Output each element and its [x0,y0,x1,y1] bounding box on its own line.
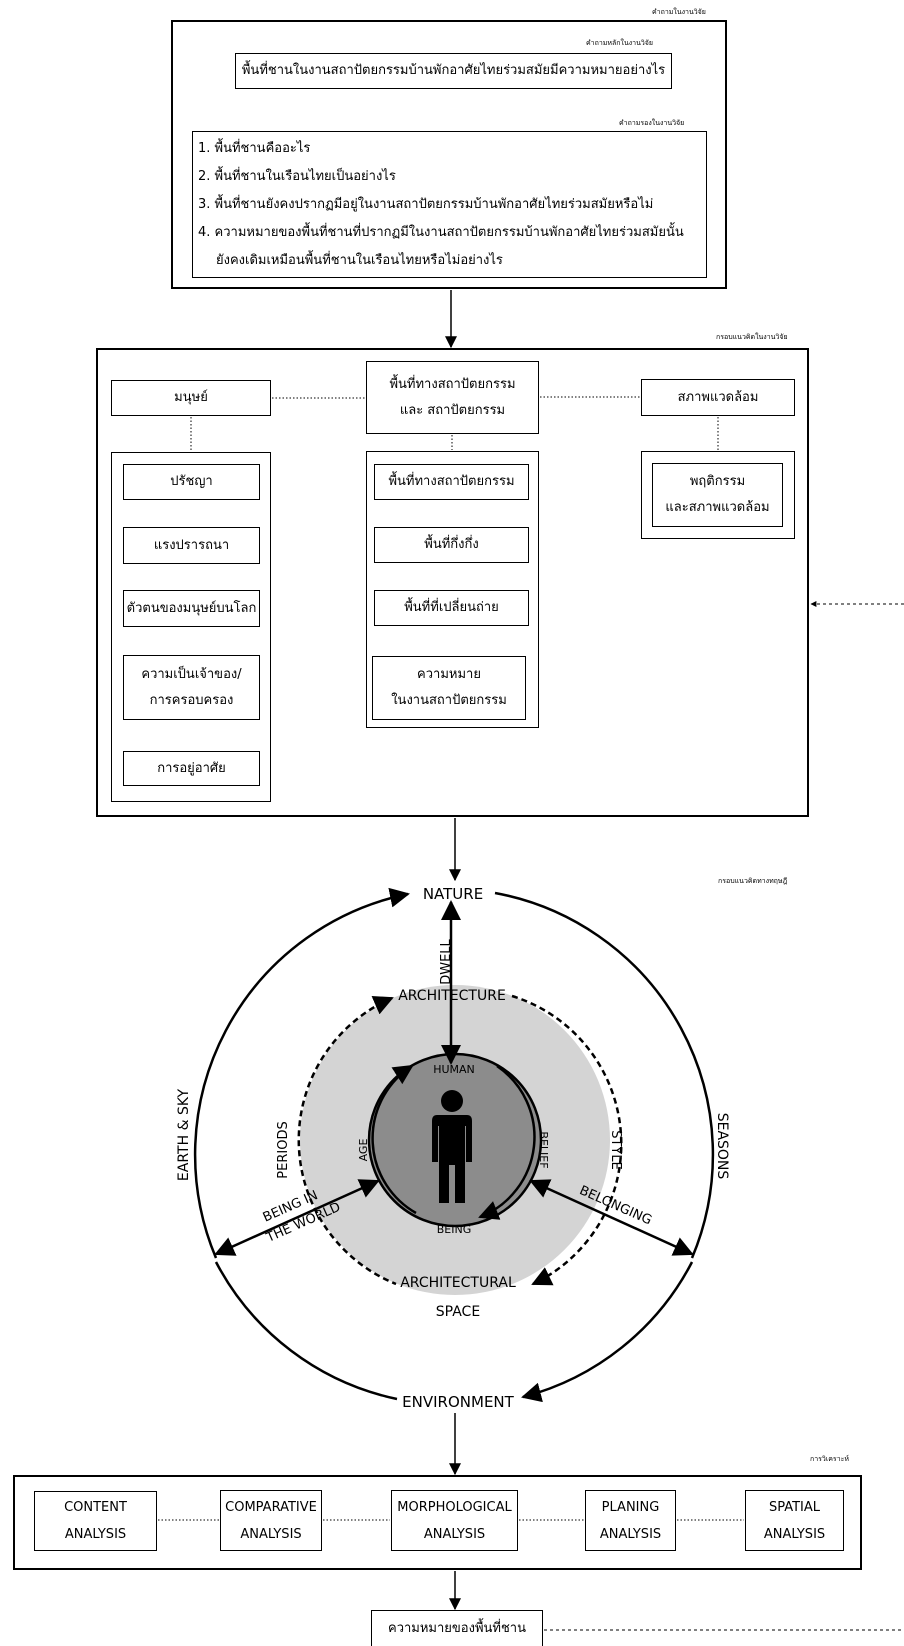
env-title-box: สภาพแวดล้อม [641,379,795,416]
sub-question-1: 1. พื้นที่ชานคืออะไร [198,141,311,156]
dashed-ring-right [511,994,623,1286]
analysis-planing: PLANING ANALYSIS [585,1490,676,1551]
label-architectural: ARCHITECTURAL [400,1275,516,1291]
main-question-box: พื้นที่ชานในงานสถาปัตยกรรมบ้านพักอาศัยไท… [235,53,672,89]
result-text: ความหมายของพื้นที่ชาน [388,1620,526,1636]
human-item-philosophy: ปรัชญา [123,464,260,500]
label-architecture: ARCHITECTURE [398,988,506,1004]
env-item-behavior: พฤติกรรม และสภาพแวดล้อม [652,463,783,527]
space-item-meaning-text-1: ความหมาย [417,667,481,682]
being-in-world-arrow [214,1179,380,1256]
analysis-frame [13,1475,862,1570]
label-being: BEING [437,1223,472,1236]
label-seasons: SEASONS [714,1113,730,1180]
analysis-morphological-line2: ANALYSIS [423,1526,486,1542]
human-item-dwelling: การอยู่อาศัย [123,751,260,786]
framework-frame [96,348,809,817]
human-item-philosophy-text: ปรัชญา [170,474,213,489]
human-item-self-text: ตัวตนของมนุษย์บนโลก [126,600,257,616]
analysis-planing-line2: ANALYSIS [599,1526,662,1542]
label-style: STYLE [608,1130,623,1170]
human-item-dwelling-text: การอยู่อาศัย [157,760,226,776]
human-column [111,452,271,802]
outer-ring-left [193,887,410,1259]
sub-questions-box: 1. พื้นที่ชานคืออะไร 2. พื้นที่ชานในเรือ… [192,131,707,278]
inner-arrow-right [478,1064,536,1220]
human-title-box: มนุษย์ [111,380,271,416]
analysis-planing-line1: PLANING [601,1499,660,1515]
label-space: SPACE [436,1304,480,1320]
space-item-meaning: ความหมาย ในงานสถาปัตยกรรม [372,656,526,720]
human-item-ownership-text-2: การครอบครอง [149,692,234,708]
inner-arrow-left [371,1064,417,1215]
analysis-morphological-line1: MORPHOLOGICAL [397,1499,512,1515]
sub-question-4: 4. ความหมายของพื้นที่ชานที่ปรากฏมีในงานส… [198,225,684,240]
analysis-comparative-line1: COMPARATIVE [225,1499,317,1515]
human-item-self: ตัวตนของมนุษย์บนโลก [123,590,260,627]
label-earth-sky: EARTH & SKY [176,1088,192,1181]
space-item-architectural-text: พื้นที่ทางสถาปัตยกรรม [388,474,515,489]
label-nature: NATURE [423,885,483,903]
analysis-label: การวิเคราะห์ [810,1455,849,1463]
outer-ring-bottom-right [521,1261,694,1403]
analysis-content-line1: CONTENT [64,1500,127,1515]
questions-section-label: คำถามในงานวิจัย [652,8,706,16]
belonging-arrow [529,1179,694,1256]
label-human: HUMAN [433,1063,475,1076]
space-item-meaning-text-2: ในงานสถาปัตยกรรม [391,693,507,708]
analysis-spatial: SPATIAL ANALYSIS [745,1490,844,1551]
analysis-spatial-line2: ANALYSIS [763,1526,826,1542]
analysis-comparative-line2: ANALYSIS [240,1526,302,1542]
analysis-content: CONTENT ANALYSIS [34,1491,157,1551]
human-item-desire: แรงปรารถนา [123,527,260,564]
sub-question-3: 3. พื้นที่ชานยังคงปรากฏมีอยู่ในงานสถาปัต… [198,197,654,212]
outer-ring-right [494,891,715,1259]
analysis-content-line2: ANALYSIS [64,1527,127,1542]
human-item-ownership-text-1: ความเป็นเจ้าของ/ [141,666,242,682]
outer-ring-bottom-left [214,1261,398,1401]
main-question-label: คำถามหลักในงานวิจัย [586,39,654,47]
human-figure-icon [432,1090,472,1203]
label-environment: ENVIRONMENT [402,1393,514,1411]
analysis-morphological: MORPHOLOGICAL ANALYSIS [391,1490,518,1551]
space-column [366,451,539,728]
sub-question-4-cont: ยังคงเดิมเหมือนพื้นที่ชานในเรือนไทยหรือไ… [216,253,503,268]
human-item-desire-text: แรงปรารถนา [153,537,230,553]
sub-questions-label: คำถามรองในงานวิจัย [619,119,685,127]
analysis-comparative: COMPARATIVE ANALYSIS [220,1490,322,1551]
label-periods: PERIODS [276,1121,291,1178]
questions-frame: คำถามหลักในงานวิจัย พื้นที่ชานในงานสถาปั… [171,20,727,289]
space-title-box: พื้นที่ทางสถาปัตยกรรม และ สถาปัตยกรรม [366,361,539,434]
analysis-spatial-line1: SPATIAL [768,1499,821,1515]
label-dwell: DWELL [439,938,454,984]
env-title: สภาพแวดล้อม [677,389,759,405]
space-item-transition-text: พื้นที่ที่เปลี่ยนถ่าย [404,600,499,615]
human-title: มนุษย์ [174,390,208,405]
env-item-text-1: พฤติกรรม [689,474,746,489]
space-item-semi-text: พื้นที่กึ่งกึ่ง [424,537,479,552]
dashed-ring-left [297,996,397,1286]
result-box: ความหมายของพื้นที่ชาน [371,1610,543,1646]
space-item-transition: พื้นที่ที่เปลี่ยนถ่าย [374,590,529,626]
space-item-architectural: พื้นที่ทางสถาปัตยกรรม [374,464,529,500]
label-belief: BELIEF [537,1131,550,1168]
main-question-text: พื้นที่ชานในงานสถาปัตยกรรมบ้านพักอาศัยไท… [241,63,666,78]
framework-label: กรอบแนวคิดในงานวิจัย [716,333,788,341]
env-column [641,451,795,539]
env-item-text-2: และสภาพแวดล้อม [665,500,770,515]
space-title-line1: พื้นที่ทางสถาปัตยกรรม [389,376,516,392]
theory-label: กรอบแนวคิดทางทฤษฎี [718,877,788,885]
human-item-ownership: ความเป็นเจ้าของ/ การครอบครอง [123,655,260,720]
space-title-line2: และ สถาปัตยกรรม [399,402,506,418]
sub-question-2: 2. พื้นที่ชานในเรือนไทยเป็นอย่างไร [198,169,396,184]
label-age: AGE [357,1139,370,1162]
space-item-semi: พื้นที่กึ่งกึ่ง [374,527,529,563]
